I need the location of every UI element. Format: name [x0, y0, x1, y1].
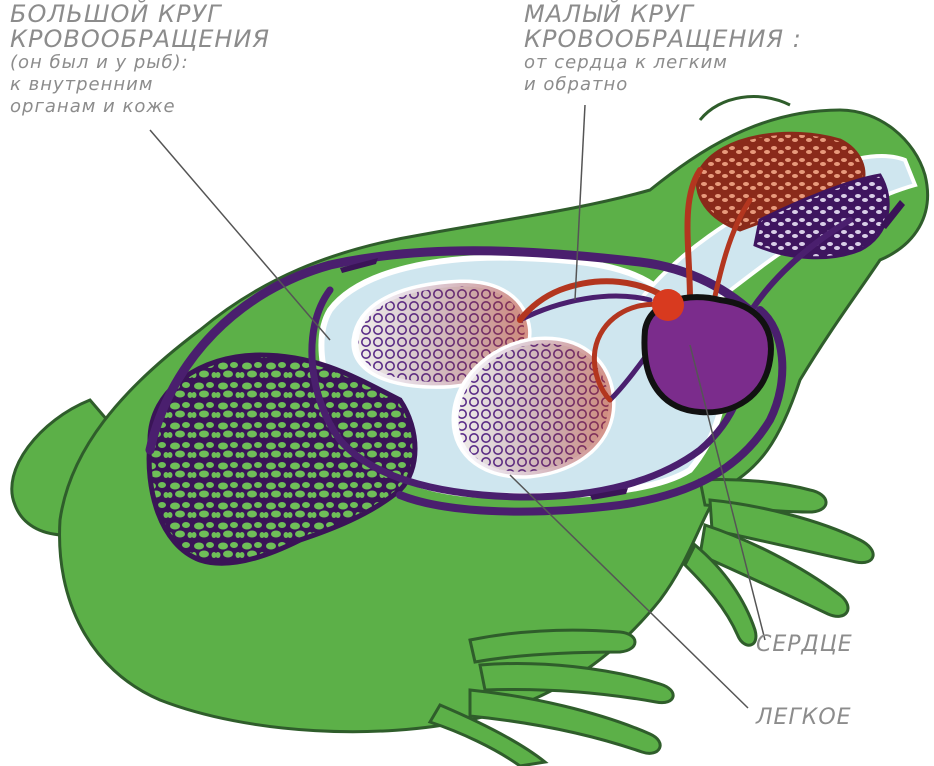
- pulmonary-note-line1: от сердца к легким: [524, 52, 802, 74]
- pulmonary-title-line2: КРОВООБРАЩЕНИЯ :: [524, 27, 802, 52]
- systemic-note-line2: к внутренним: [10, 74, 270, 96]
- systemic-title-line1: БОЛЬШОЙ КРУГ: [10, 2, 270, 27]
- systemic-note-line1: (он был и у рыб):: [10, 52, 270, 74]
- pulmonary-note-line2: и обратно: [524, 74, 802, 96]
- systemic-title-line2: КРОВООБРАЩЕНИЯ: [10, 27, 270, 52]
- systemic-note-line3: органам и коже: [10, 96, 270, 118]
- lung-label: ЛЕГКОЕ: [756, 705, 852, 730]
- heart-atrium: [652, 289, 684, 321]
- heart-label: СЕРДЦЕ: [756, 632, 853, 657]
- pulmonary-title-line1: МАЛЫЙ КРУГ: [524, 2, 802, 27]
- systemic-circulation-label: БОЛЬШОЙ КРУГ КРОВООБРАЩЕНИЯ (он был и у …: [10, 2, 270, 118]
- pulmonary-circulation-label: МАЛЫЙ КРУГ КРОВООБРАЩЕНИЯ : от сердца к …: [524, 2, 802, 96]
